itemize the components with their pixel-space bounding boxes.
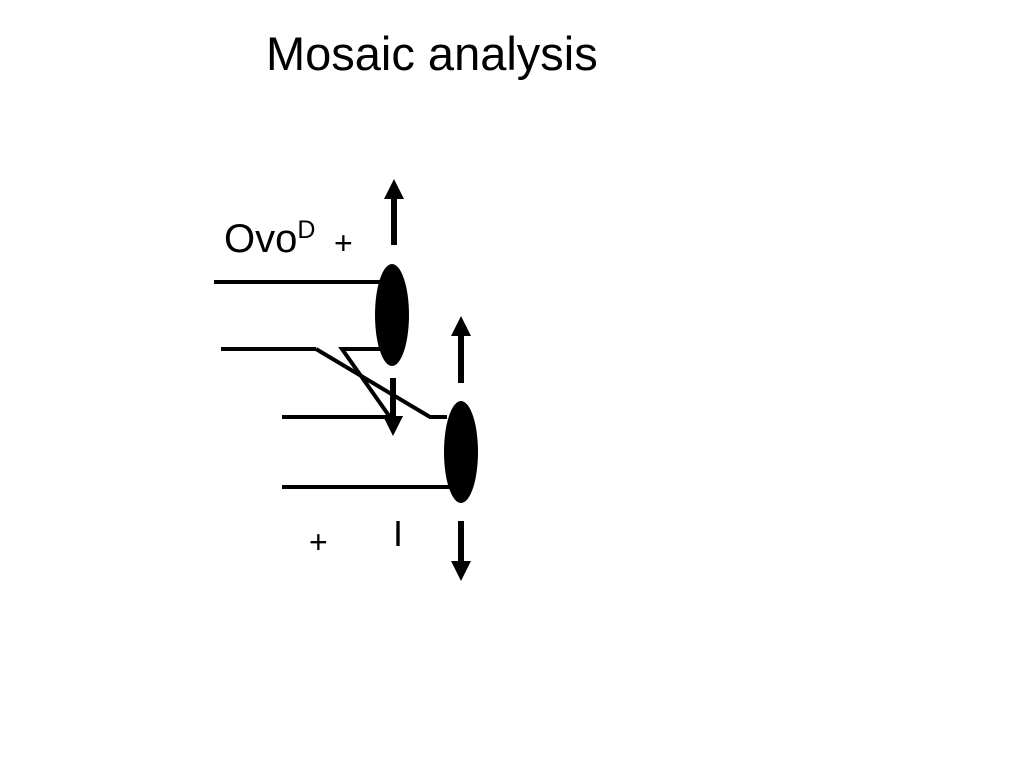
- crossover-line-return: [338, 347, 394, 422]
- ovo-d-label: OvoD: [224, 216, 315, 262]
- crossover-line: [314, 347, 447, 419]
- ovo-label-superscript: D: [297, 216, 316, 244]
- arrow-up-bottom: [451, 316, 471, 383]
- arrow-down-top: [383, 378, 403, 436]
- top-plus-label: +: [334, 225, 353, 261]
- bottom-plus-label: +: [309, 524, 328, 560]
- ovo-label-base: Ovo: [224, 217, 298, 261]
- page-title: Mosaic analysis: [266, 27, 598, 80]
- centromere-top: [375, 264, 409, 366]
- centromere-bottom: [444, 401, 478, 503]
- arrow-down-bottom: [451, 521, 471, 581]
- arrow-up-top: [384, 179, 404, 245]
- bottom-bar-label: I: [393, 513, 404, 554]
